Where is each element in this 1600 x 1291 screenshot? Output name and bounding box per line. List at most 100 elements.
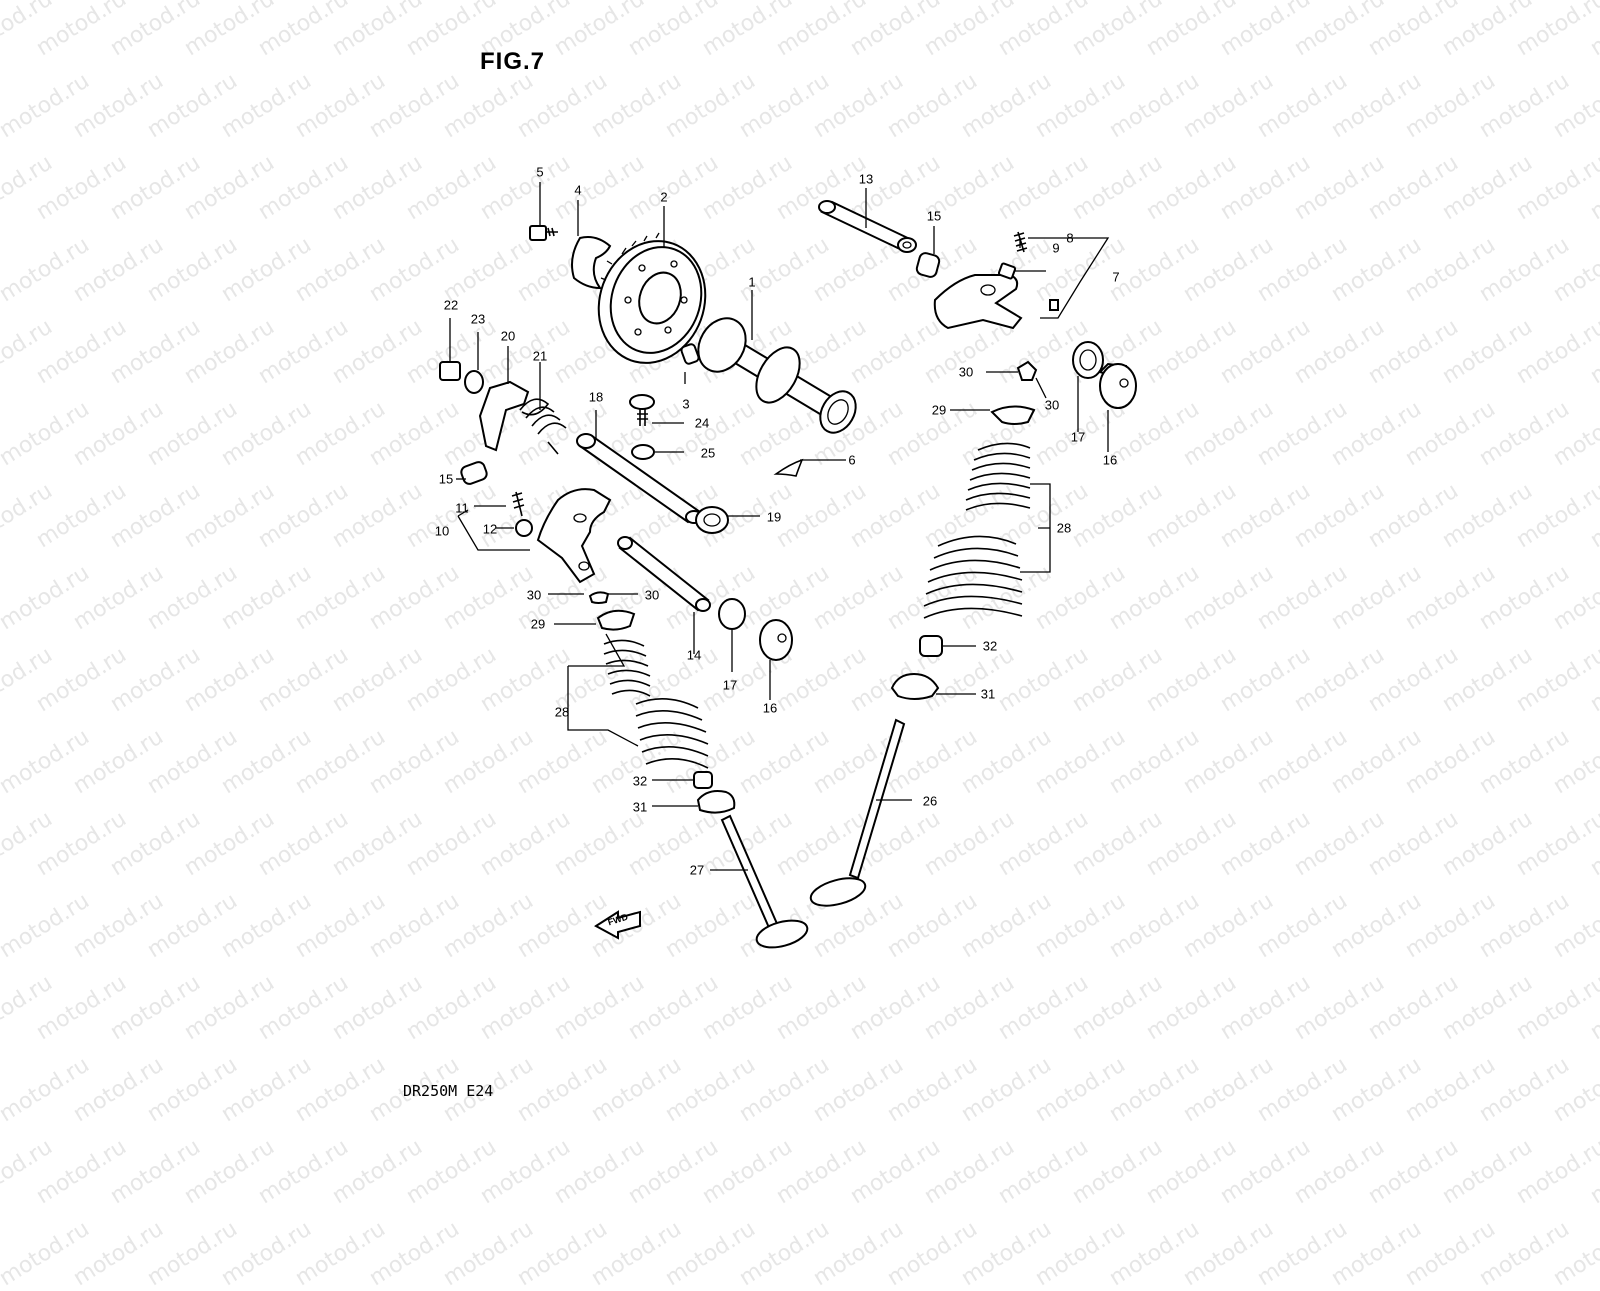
callout-15-lower: 15 (438, 471, 454, 487)
sprocket-plate (571, 236, 612, 290)
spring-seat-right (890, 672, 940, 700)
callout-11: 11 (455, 500, 469, 516)
watermark-text: motod.ru (1549, 1216, 1600, 1291)
callout-30-right-b: 30 (1044, 397, 1060, 413)
watermark-text: motod.ru (1105, 1216, 1204, 1291)
o-ring-lower (460, 461, 488, 485)
valve-cotter-right (1016, 360, 1038, 381)
watermark-text: motod.ru (1401, 1216, 1500, 1291)
intake-valve (720, 814, 809, 949)
spring-retainer-lower (596, 609, 636, 631)
exploded-parts-diagram (439, 182, 1137, 949)
callout-29-right: 29 (931, 402, 947, 418)
lock-nut-lower (515, 519, 533, 537)
callout-22: 22 (443, 297, 459, 313)
figure-title: FIG.7 (480, 48, 546, 75)
rocker-spring (519, 398, 567, 455)
callout-31-right: 31 (980, 686, 996, 702)
callout-8: 8 (1066, 230, 1074, 246)
watermark-text: motod.ru (217, 1216, 316, 1291)
watermark-text: motod.ru (69, 1216, 168, 1291)
rocker-arm-lower (536, 488, 612, 584)
valve-shim-lower (759, 619, 793, 661)
callout-4: 4 (574, 182, 582, 198)
callout-16-upper: 16 (1102, 452, 1118, 468)
callout-32-left: 32 (632, 773, 648, 789)
valve-seal-upper (1072, 341, 1104, 379)
watermark-text: motod.ru (587, 1216, 686, 1291)
callout-14: 14 (686, 647, 702, 663)
valve-springs-right (923, 442, 1031, 619)
rocker-bracket (478, 380, 530, 452)
dowel-pin (680, 343, 700, 365)
spring-seat-left (696, 790, 736, 814)
bolt-24 (629, 394, 655, 426)
callout-10: 10 (434, 523, 450, 539)
watermark-text: motod.ru (365, 1216, 464, 1291)
watermark-text: motod.ru (1031, 1216, 1130, 1291)
watermark-text: motod.ru (1179, 1216, 1278, 1291)
watermark-text: motod.ru (1475, 1216, 1574, 1291)
nut-22 (439, 361, 461, 381)
leader-lines (449, 182, 1110, 871)
washer-23 (464, 370, 484, 394)
callout-17-upper: 17 (1070, 429, 1086, 445)
callout-30-left-b: 30 (644, 587, 660, 603)
callout-20: 20 (500, 328, 516, 344)
watermark-text: motod.ru (439, 1216, 538, 1291)
callout-30-right-a: 30 (958, 364, 974, 380)
exhaust-valve (809, 718, 906, 907)
camshaft (697, 317, 857, 434)
watermark-text: motod.ru (291, 1216, 390, 1291)
callout-12: 12 (482, 521, 498, 537)
callout-28-right: 28 (1056, 520, 1072, 536)
callout-32-right: 32 (982, 638, 998, 654)
rocker-arm-upper (933, 274, 1059, 330)
rocker-shaft-14 (617, 536, 711, 612)
callout-27: 27 (689, 862, 705, 878)
watermark-text: motod.ru (661, 1216, 760, 1291)
valve-springs-left (603, 639, 709, 769)
callout-26: 26 (922, 793, 938, 809)
bushing-19 (695, 506, 729, 534)
sprocket-bolt (529, 225, 558, 241)
adjusting-screw-lower (511, 491, 525, 517)
watermark-text: motod.ru (957, 1216, 1056, 1291)
callout-15-upper: 15 (926, 208, 942, 224)
valve-cotter-lower (588, 591, 610, 604)
callout-31-left: 31 (632, 799, 648, 815)
stem-seal-right (919, 635, 943, 657)
callout-3: 3 (682, 396, 690, 412)
valve-shim-upper (1098, 362, 1137, 409)
o-ring-upper (915, 252, 941, 278)
callout-5: 5 (536, 164, 544, 180)
callout-19: 19 (766, 509, 782, 525)
watermark-text: motod.ru (143, 1216, 242, 1291)
callout-17-lower: 17 (722, 677, 738, 693)
callout-18: 18 (588, 389, 604, 405)
callout-7: 7 (1112, 269, 1120, 285)
stem-seal-left (693, 771, 713, 789)
watermark-text: motod.ru (1327, 1216, 1426, 1291)
callout-9: 9 (1052, 240, 1060, 256)
watermark-text: motod.ru (883, 1216, 982, 1291)
valve-seal-lower (718, 598, 746, 630)
cam-end-clip (773, 458, 804, 477)
callout-2: 2 (660, 189, 668, 205)
callout-25: 25 (700, 445, 716, 461)
spring-retainer-right (990, 405, 1036, 425)
fwd-arrow (594, 910, 641, 940)
callout-29-left: 29 (530, 616, 546, 632)
callout-16-lower: 16 (762, 700, 778, 716)
camshaft-sprocket (597, 232, 707, 364)
watermark-text: motod.ru (809, 1216, 908, 1291)
lock-nut-upper (997, 262, 1017, 280)
watermark-text: motod.ru (735, 1216, 834, 1291)
rocker-shaft-upper (818, 200, 917, 253)
callout-13: 13 (858, 171, 874, 187)
model-code: DR250M E24 (403, 1082, 494, 1100)
watermark-text: motod.ru (0, 1216, 94, 1291)
callout-23: 23 (470, 311, 486, 327)
washer-25 (631, 444, 655, 460)
callout-30-left-a: 30 (526, 587, 542, 603)
